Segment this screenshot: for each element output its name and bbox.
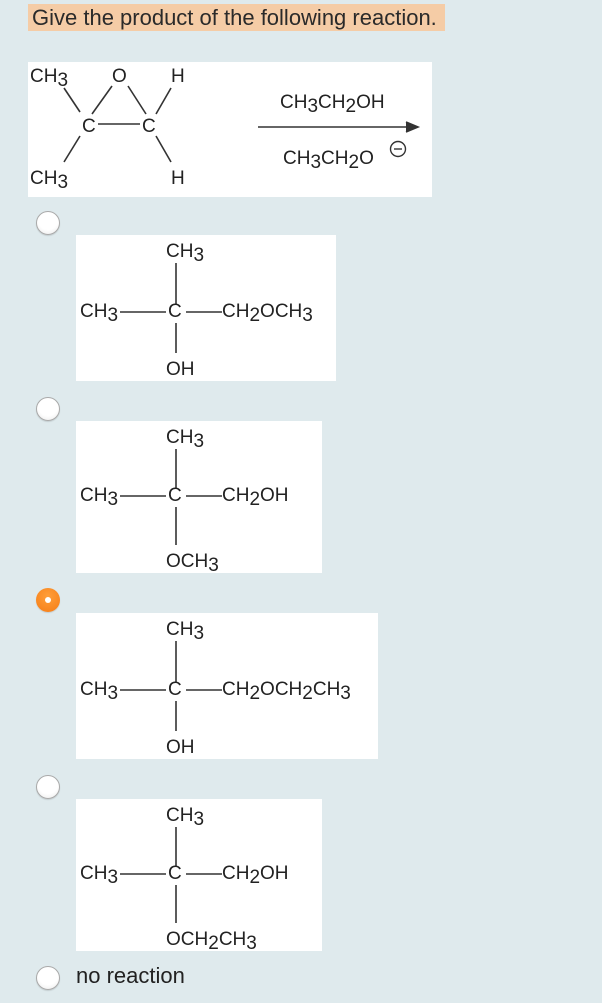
bond xyxy=(63,87,81,113)
top-methyl: CH3 xyxy=(166,805,204,830)
bottom-substituent: OCH2CH3 xyxy=(166,929,257,951)
right-substituent: CH2OCH3 xyxy=(222,301,313,326)
option-5-label: no reaction xyxy=(76,963,185,988)
left-methyl: CH3 xyxy=(80,863,118,888)
right-substituent: CH2OCH2CH3 xyxy=(222,679,351,704)
ch3-group: CH3 xyxy=(30,66,68,91)
bond xyxy=(155,87,172,115)
option-5-radio[interactable] xyxy=(36,966,60,990)
question-text: Give the product of the following reacti… xyxy=(28,4,445,31)
negative-charge-icon xyxy=(389,140,407,158)
arrow-head xyxy=(405,121,421,133)
option-4-radio[interactable] xyxy=(36,775,60,799)
option-2-radio[interactable] xyxy=(36,397,60,421)
oxygen-atom: O xyxy=(112,66,127,87)
top-methyl: CH3 xyxy=(166,241,204,266)
left-methyl: CH3 xyxy=(80,301,118,326)
reagent-ethanol: CH3CH2OH xyxy=(280,92,385,117)
bottom-substituent: OCH3 xyxy=(166,551,219,573)
bond xyxy=(63,135,81,163)
option-1-radio[interactable] xyxy=(36,211,60,235)
central-carbon: C xyxy=(168,863,182,884)
left-methyl: CH3 xyxy=(80,485,118,510)
hydrogen-atom: H xyxy=(171,168,185,189)
reaction-image: CH3 CH3 O H H C C CH3CH2OH CH3CH2O xyxy=(28,62,432,197)
bond xyxy=(91,85,113,115)
carbon-atom: C xyxy=(142,116,156,137)
central-carbon: C xyxy=(168,485,182,506)
reaction-scheme: CH3 CH3 O H H C C CH3CH2OH CH3CH2O xyxy=(30,66,421,193)
central-carbon: C xyxy=(168,679,182,700)
reagent-ethoxide: CH3CH2O xyxy=(283,148,374,173)
right-substituent: CH2OH xyxy=(222,863,289,888)
right-substituent: CH2OH xyxy=(222,485,289,510)
option-3-radio[interactable] xyxy=(36,588,60,612)
hydrogen-atom: H xyxy=(171,66,185,87)
central-carbon: C xyxy=(168,301,182,322)
top-methyl: CH3 xyxy=(166,619,204,644)
carbon-atom: C xyxy=(82,116,96,137)
top-methyl: CH3 xyxy=(166,427,204,452)
bottom-substituent: OH xyxy=(166,737,195,758)
bottom-substituent: OH xyxy=(166,359,195,380)
bond xyxy=(155,135,172,163)
ch3-group: CH3 xyxy=(30,168,68,193)
left-methyl: CH3 xyxy=(80,679,118,704)
bond xyxy=(127,85,147,115)
